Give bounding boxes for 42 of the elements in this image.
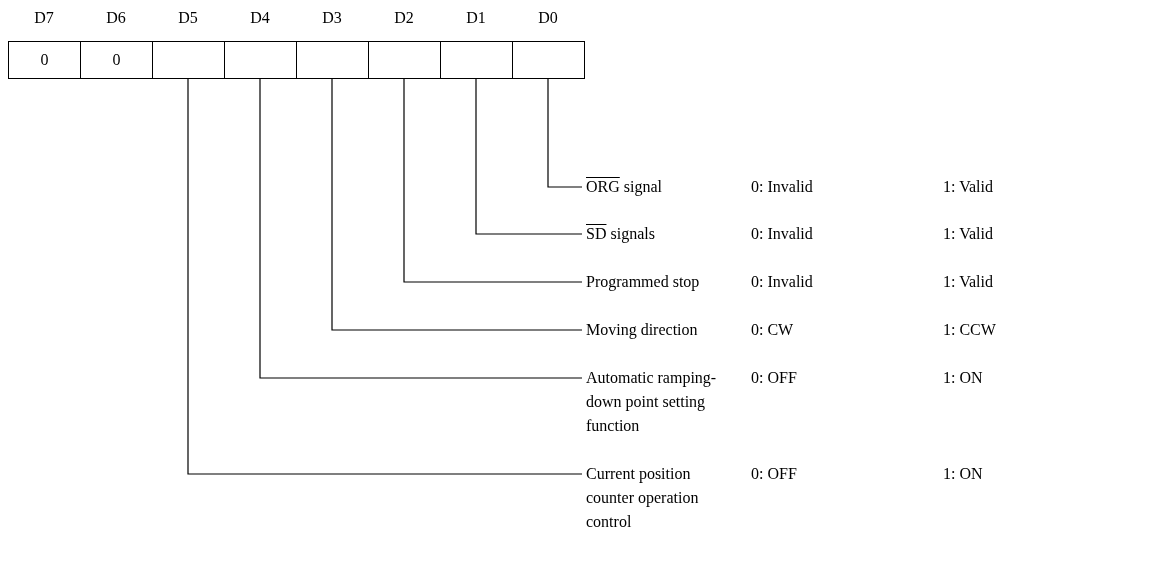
setting-value: 1: Valid: [943, 177, 993, 197]
setting-value: 1: CCW: [943, 320, 996, 340]
setting-value: 1: ON: [943, 368, 983, 388]
bit-label: D4: [249, 8, 271, 28]
connector-line: [475, 78, 583, 235]
connector-line: [259, 78, 583, 379]
bit-label: D6: [105, 8, 127, 28]
register-cell: [440, 41, 513, 79]
bit-label: D3: [321, 8, 343, 28]
bit-label: D0: [537, 8, 559, 28]
register-cell: [296, 41, 369, 79]
connector-line: [187, 78, 583, 475]
setting-value: 0: Invalid: [751, 177, 813, 197]
setting-value: 0: OFF: [751, 464, 797, 484]
setting-value: 0: OFF: [751, 368, 797, 388]
register-cell: [152, 41, 225, 79]
function-label: ORG signal: [586, 177, 663, 198]
bit-value: 0: [40, 50, 49, 70]
register-cell: [8, 41, 81, 79]
setting-value: 0: CW: [751, 320, 794, 340]
function-label: Automatic ramping-down point setting function: [586, 368, 718, 436]
bit-label: D5: [177, 8, 199, 28]
register-cell: [368, 41, 441, 79]
register-cell: [80, 41, 153, 79]
setting-value: 1: Valid: [943, 224, 993, 244]
connector-line: [403, 78, 583, 283]
register-cell: [512, 41, 585, 79]
connector-line: [547, 78, 583, 188]
setting-value: 0: Invalid: [751, 272, 813, 292]
bit-label: D2: [393, 8, 415, 28]
setting-value: 1: Valid: [943, 272, 993, 292]
function-label: SD signals: [586, 224, 656, 245]
setting-value: 0: Invalid: [751, 224, 813, 244]
register-cell: [224, 41, 297, 79]
function-label: Current position counter operation control: [586, 464, 700, 532]
function-label: Moving direction: [586, 320, 699, 341]
connector-line: [331, 78, 583, 331]
bit-label: D1: [465, 8, 487, 28]
bit-label: D7: [33, 8, 55, 28]
function-label: Programmed stop: [586, 272, 701, 293]
bit-value: 0: [112, 50, 121, 70]
setting-value: 1: ON: [943, 464, 983, 484]
